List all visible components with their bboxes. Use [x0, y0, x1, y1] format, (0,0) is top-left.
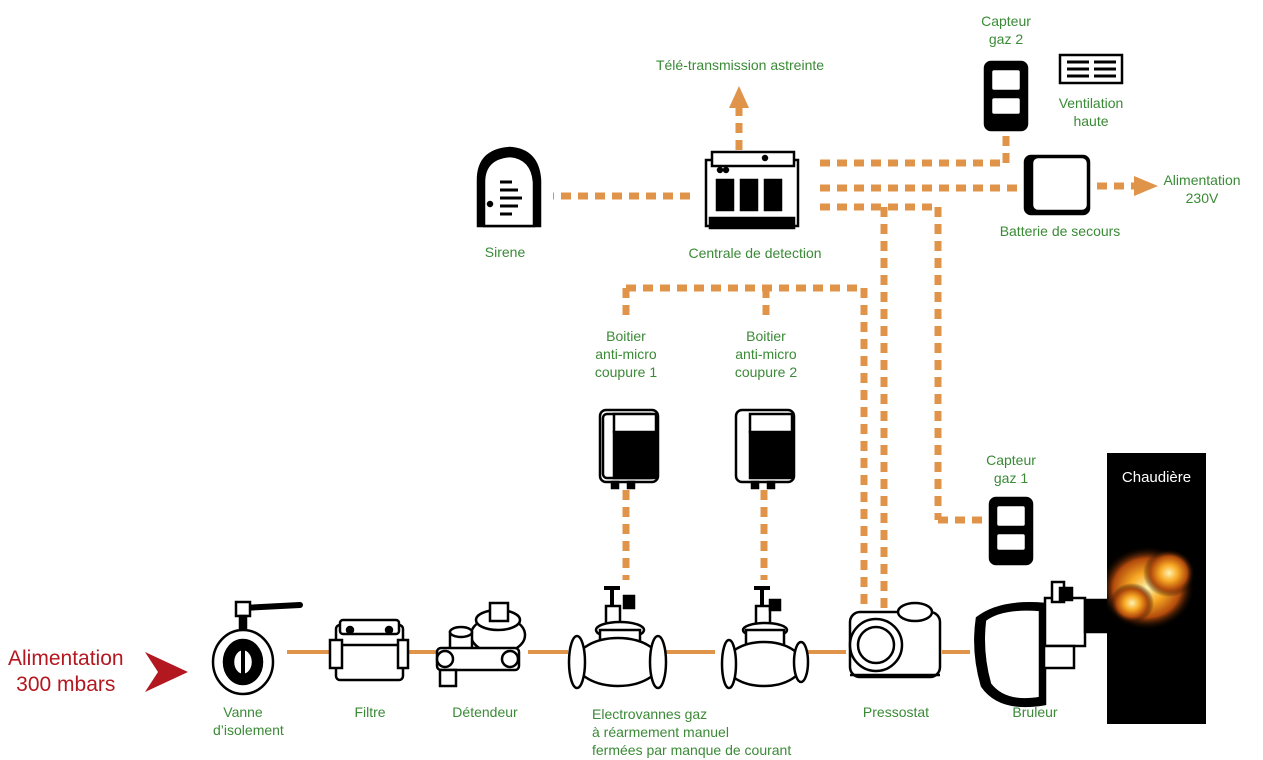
gas-supply-label: Alimentation 300 mbars: [8, 646, 124, 698]
anti-micro-cut-box-2-label-line1: Boitier: [746, 328, 786, 344]
gas-supply-label-line1: Alimentation: [8, 647, 124, 670]
burner-icon: [974, 580, 1109, 708]
detection-panel-label-line1: Centrale de detection: [688, 245, 822, 261]
pressure-switch-icon: [848, 601, 942, 679]
high-ventilation-label-line1: Ventilation: [1058, 95, 1124, 111]
pressure-regulator-label-line1: Détendeur: [452, 704, 518, 720]
solenoid-valves-label-line2: à réarmement manuel: [592, 724, 729, 740]
anti-micro-cut-box-2-icon: [734, 408, 796, 490]
filter-label: Filtre: [340, 703, 400, 721]
anti-micro-cut-box-1-label-line3: coupure 1: [594, 364, 658, 380]
anti-micro-cut-box-1-label: Boitier anti-micro coupure 1: [586, 327, 666, 381]
high-ventilation-label: Ventilation haute: [1046, 94, 1136, 130]
burner-label: Bruleur: [1000, 703, 1070, 721]
gas-sensor-2-label-line1: Capteur: [981, 13, 1031, 29]
gas-sensor-2-label-line2: gaz 2: [988, 31, 1024, 47]
boiler: [1099, 453, 1206, 724]
filter-icon: [328, 618, 410, 682]
detection-panel-label: Centrale de detection: [670, 244, 840, 262]
gas-sensor-2-icon: [983, 60, 1029, 132]
pressure-regulator-icon: [435, 601, 527, 688]
solenoid-valves-label-line1: Electrovannes gaz: [592, 706, 708, 722]
gas-sensor-2-label: Capteur gaz 2: [971, 12, 1041, 48]
isolation-valve-label-line1: Vanne: [223, 704, 263, 720]
gas-sensor-1-icon: [988, 496, 1034, 566]
pressure-regulator-label: Détendeur: [440, 703, 530, 721]
power-230v-label: Alimentation 230V: [1152, 171, 1252, 207]
solenoid-valves-label-line3: fermées par manque de courant: [592, 742, 792, 758]
ventilation-grille-icon: [1058, 53, 1124, 85]
power-230v-label-line2: 230V: [1185, 190, 1219, 206]
burner-label-line1: Bruleur: [1012, 704, 1058, 720]
anti-micro-cut-box-1-icon: [598, 408, 660, 490]
siren-icon: [476, 146, 542, 228]
connection-lines: [287, 86, 1158, 654]
anti-micro-cut-box-1-label-line1: Boitier: [606, 328, 646, 344]
electrical-wiring: [553, 108, 1136, 618]
teletransmission-label-line1: Télé-transmission astreinte: [655, 57, 825, 73]
anti-micro-cut-box-2-label-line3: coupure 2: [734, 364, 798, 380]
boiler-label: Chaudière: [1121, 469, 1192, 486]
anti-micro-cut-box-1-label-line2: anti-micro: [595, 346, 657, 362]
high-ventilation-label-line2: haute: [1073, 113, 1109, 129]
isolation-valve-label-line2: d’isolement: [213, 722, 284, 738]
isolation-valve-icon: [211, 600, 303, 696]
teletransmission-label: Télé-transmission astreinte: [640, 56, 840, 74]
gas-sensor-1-label-line1: Capteur: [986, 452, 1036, 468]
backup-battery-icon: [1023, 154, 1091, 216]
backup-battery-label: Batterie de secours: [985, 222, 1135, 240]
gas-sensor-1-label: Capteur gaz 1: [976, 451, 1046, 487]
gas-supply-label-line2: 300 mbars: [16, 673, 116, 696]
alimentation-230v-arrow-icon: [1134, 176, 1158, 196]
pressure-switch-label-line1: Pressostat: [862, 704, 930, 720]
solenoid-valve-2-icon: [720, 586, 810, 690]
teletransmission-arrow-icon: [729, 86, 749, 108]
siren-label: Sirene: [470, 243, 540, 261]
isolation-valve-label: Vanne d’isolement: [213, 703, 284, 739]
pressure-switch-label: Pressostat: [856, 703, 936, 721]
siren-label-line1: Sirene: [484, 244, 526, 260]
flame-icon: [1099, 546, 1195, 630]
anti-micro-cut-box-2-label-line2: anti-micro: [735, 346, 797, 362]
backup-battery-label-line1: Batterie de secours: [999, 223, 1121, 239]
solenoid-valve-1-icon: [567, 586, 668, 690]
filter-label-line1: Filtre: [354, 704, 386, 720]
detection-panel-icon: [704, 150, 800, 230]
gas-sensor-1-label-line2: gaz 1: [993, 470, 1029, 486]
anti-micro-cut-box-2-label: Boitier anti-micro coupure 2: [726, 327, 806, 381]
supply-arrow-icon: [145, 652, 188, 692]
power-230v-label-line1: Alimentation: [1163, 172, 1241, 188]
solenoid-valves-label: Electrovannes gaz à réarmement manuel fe…: [592, 705, 832, 759]
